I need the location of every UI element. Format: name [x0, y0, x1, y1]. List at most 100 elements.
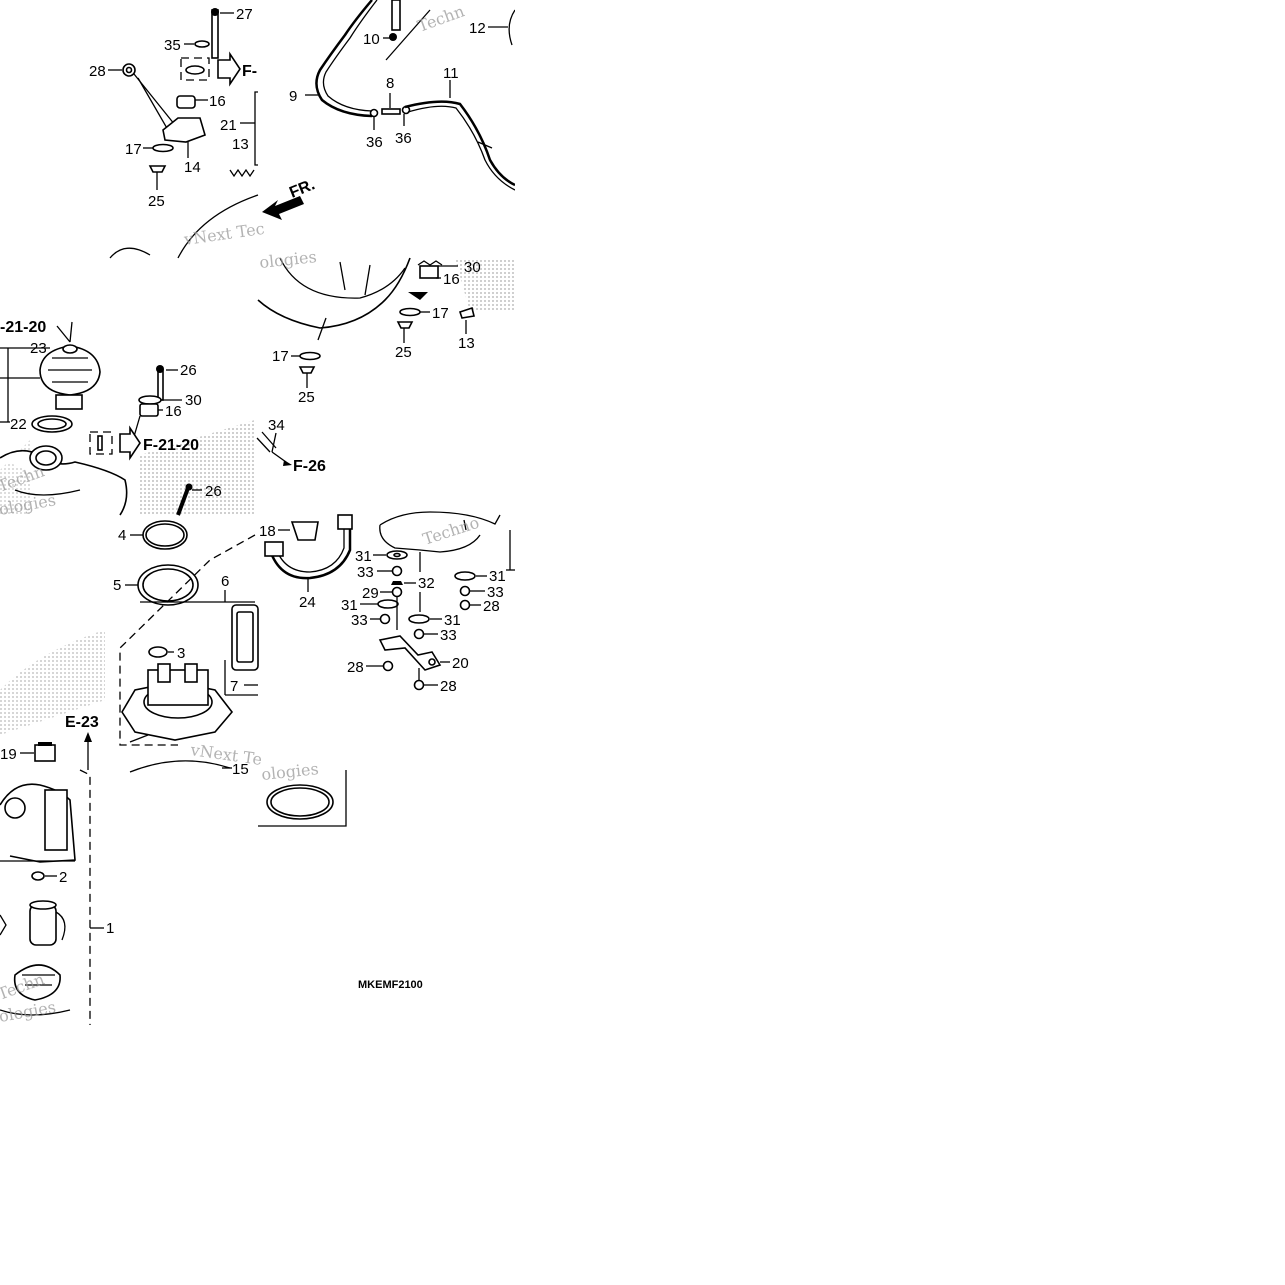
grommet-16	[176, 95, 196, 109]
ref-f-26: F-26	[293, 458, 326, 475]
watermark-text: ologies	[0, 997, 57, 1026]
washer-17	[152, 143, 174, 153]
washer-30	[138, 395, 162, 405]
callout-31: 31	[355, 548, 372, 565]
panel-fittings	[258, 511, 515, 827]
bolt-27	[211, 9, 219, 59]
callout-28: 28	[440, 678, 457, 695]
callout-34: 34	[268, 417, 285, 434]
part-12	[508, 9, 516, 46]
ref-e-23: E-23	[65, 714, 99, 731]
nut-29	[391, 586, 403, 598]
callout-19: 19	[0, 746, 17, 763]
watermark-text: Techn	[415, 1, 467, 35]
ring-2	[31, 871, 45, 881]
callout-20: 20	[452, 655, 469, 672]
assembly-outline	[119, 534, 256, 746]
tank-bottom	[257, 257, 411, 329]
callout-28: 28	[483, 598, 500, 615]
stay-20	[378, 635, 442, 671]
arrow-ref-top	[217, 51, 241, 87]
plate-3	[148, 646, 168, 658]
shading	[0, 258, 515, 735]
callout-16: 16	[209, 93, 226, 110]
watermark-text: vNext Tec	[182, 219, 266, 249]
gasket-15	[129, 760, 231, 773]
callout-16: 16	[165, 403, 182, 420]
stay-14	[162, 117, 206, 143]
callout-17: 17	[432, 305, 449, 322]
joint-18	[290, 521, 319, 541]
callout-28: 28	[347, 659, 364, 676]
nut-33	[391, 565, 403, 577]
callout-30: 30	[464, 259, 481, 276]
callout-32: 32	[418, 575, 435, 592]
callout-13: 13	[458, 335, 475, 352]
callout-5: 5	[113, 577, 121, 594]
joint-8	[381, 108, 401, 115]
callout-21: 21	[220, 117, 237, 134]
callout-18: 18	[259, 523, 276, 540]
watermark-text: vNext Te	[188, 740, 263, 769]
callout-14: 14	[184, 159, 201, 176]
watermark-text: ologies	[258, 247, 317, 272]
ref-f-21-20-left: -21-20	[0, 319, 46, 336]
spring-13	[229, 168, 255, 178]
hose-11	[404, 100, 516, 187]
callout-25: 25	[298, 389, 315, 406]
pump-motor	[29, 904, 57, 946]
callout-28: 28	[89, 63, 106, 80]
callout-6: 6	[221, 573, 229, 590]
callout-22: 22	[10, 416, 27, 433]
fr-arrow	[262, 196, 304, 220]
callout-31: 31	[341, 597, 358, 614]
pump-plate-outline	[379, 511, 501, 526]
callout-10: 10	[363, 31, 380, 48]
callout-36: 36	[366, 134, 383, 151]
part-labels: 27 35 28 16 21 13 17 14 25 10 12 8 11 9 …	[0, 6, 506, 937]
hose-9	[315, 0, 373, 118]
callout-29: 29	[362, 585, 379, 602]
callout-3: 3	[177, 645, 185, 662]
callout-8: 8	[386, 75, 394, 92]
grommet-16b	[139, 403, 159, 417]
watermark-text: ologies	[260, 759, 319, 784]
strainer	[13, 964, 61, 1001]
ref-f-top: F-	[242, 63, 257, 80]
callout-12: 12	[469, 20, 486, 37]
callout-31: 31	[489, 568, 506, 585]
callout-33: 33	[440, 627, 457, 644]
callout-24: 24	[299, 594, 316, 611]
callout-26: 26	[180, 362, 197, 379]
callout-33: 33	[357, 564, 374, 581]
hose-10	[391, 0, 401, 31]
panel-mid-right	[256, 257, 475, 466]
fuel-tank	[0, 449, 128, 516]
collar-25	[148, 165, 167, 173]
callout-31: 31	[444, 612, 461, 629]
washer-35	[194, 40, 210, 48]
callout-11: 11	[443, 65, 459, 82]
callout-15: 15	[232, 761, 249, 778]
callout-1: 1	[106, 920, 114, 937]
washer-17c	[299, 351, 321, 361]
arrow-ref-mid	[119, 425, 141, 461]
callout-2: 2	[59, 869, 67, 886]
callout-17: 17	[125, 141, 142, 158]
callout-16: 16	[443, 271, 460, 288]
damper-16c	[419, 265, 439, 279]
panel-top-left	[108, 8, 304, 259]
bracket-21	[254, 91, 258, 166]
callout-9: 9	[289, 88, 297, 105]
diagram-code-label: MKEMF2100	[358, 979, 423, 991]
callout-25: 25	[148, 193, 165, 210]
hose-24	[268, 525, 352, 580]
callout-7: 7	[230, 678, 238, 695]
callout-23: 23	[30, 340, 47, 357]
callout-26: 26	[205, 483, 222, 500]
cushion-13b	[458, 306, 475, 319]
bolt-26	[157, 369, 164, 401]
callout-27: 27	[236, 6, 253, 23]
